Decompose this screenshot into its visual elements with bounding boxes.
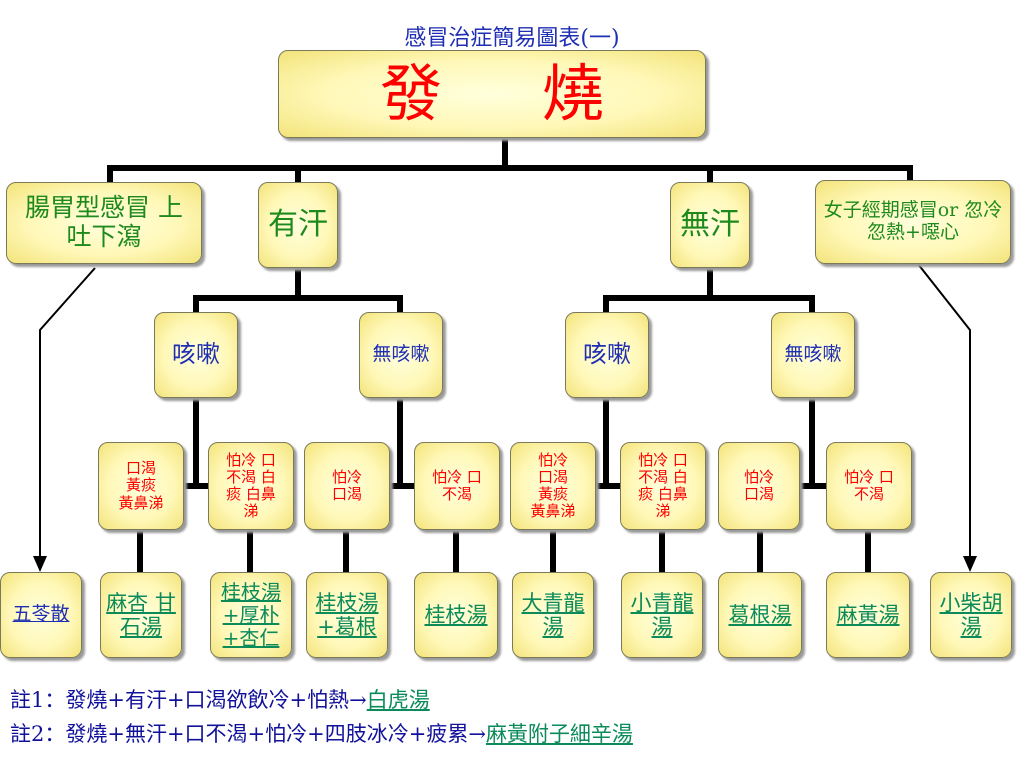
symptom-node: 怕冷 口不渴 bbox=[414, 442, 500, 530]
remedy-link[interactable]: 小柴胡 湯 bbox=[930, 572, 1012, 658]
root-node-fever: 發 燒 bbox=[278, 50, 706, 138]
remedy-link[interactable]: 桂枝湯 bbox=[414, 572, 498, 658]
node-menstrual-cold: 女子經期感冒or 忽冷忽熱+噁心 bbox=[815, 180, 1011, 264]
remedy-link[interactable]: 小青龍 湯 bbox=[621, 572, 703, 658]
remedy-link[interactable]: 葛根湯 bbox=[718, 572, 802, 658]
note-1: 註1：發燒+有汗+口渴欲飲冷+怕熱→白虎湯 bbox=[10, 684, 430, 714]
symptom-node: 怕冷 口渴 bbox=[718, 442, 800, 530]
remedy-link[interactable]: 桂枝湯 +葛根 bbox=[306, 572, 388, 658]
note-2-text: 註2：發燒+無汗+口不渴+怕冷+四肢冰冷+疲累→ bbox=[10, 722, 486, 746]
remedy-link[interactable]: 五苓散 bbox=[0, 572, 82, 658]
node-sweat-cough: 咳嗽 bbox=[154, 312, 238, 398]
symptom-node: 怕冷 口不渴 白痰 白鼻涕 bbox=[620, 442, 706, 530]
symptom-node: 怕冷 口渴 bbox=[304, 442, 390, 530]
diagram-title: 感冒治症簡易圖表(一) bbox=[404, 26, 620, 51]
node-no-sweat: 無汗 bbox=[670, 182, 750, 268]
remedy-link[interactable]: 麻杏 甘石湯 bbox=[100, 572, 182, 658]
symptom-node: 怕冷 口渴 黃痰 黃鼻涕 bbox=[510, 442, 596, 530]
symptom-node: 怕冷 口不渴 白痰 白鼻涕 bbox=[208, 442, 294, 530]
note-1-remedy-link[interactable]: 白虎湯 bbox=[366, 688, 430, 712]
symptom-node: 口渴 黃痰 黃鼻涕 bbox=[98, 442, 184, 530]
node-sweat-no-cough: 無咳嗽 bbox=[359, 312, 443, 398]
note-2-remedy-link[interactable]: 麻黃附子細辛湯 bbox=[485, 722, 633, 746]
node-nosweat-no-cough: 無咳嗽 bbox=[771, 312, 855, 398]
node-nosweat-cough: 咳嗽 bbox=[565, 312, 649, 398]
note-2: 註2：發燒+無汗+口不渴+怕冷+四肢冰冷+疲累→麻黃附子細辛湯 bbox=[10, 718, 633, 748]
remedy-link[interactable]: 大青龍 湯 bbox=[512, 572, 594, 658]
node-gastro-cold: 腸胃型感冒 上吐下瀉 bbox=[6, 182, 202, 264]
remedy-link[interactable]: 麻黃湯 bbox=[826, 572, 910, 658]
symptom-node: 怕冷 口不渴 bbox=[826, 442, 912, 530]
node-with-sweat: 有汗 bbox=[258, 182, 338, 268]
note-1-text: 註1：發燒+有汗+口渴欲飲冷+怕熱→ bbox=[10, 688, 367, 712]
remedy-link[interactable]: 桂枝湯 +厚朴 +杏仁 bbox=[210, 572, 292, 658]
